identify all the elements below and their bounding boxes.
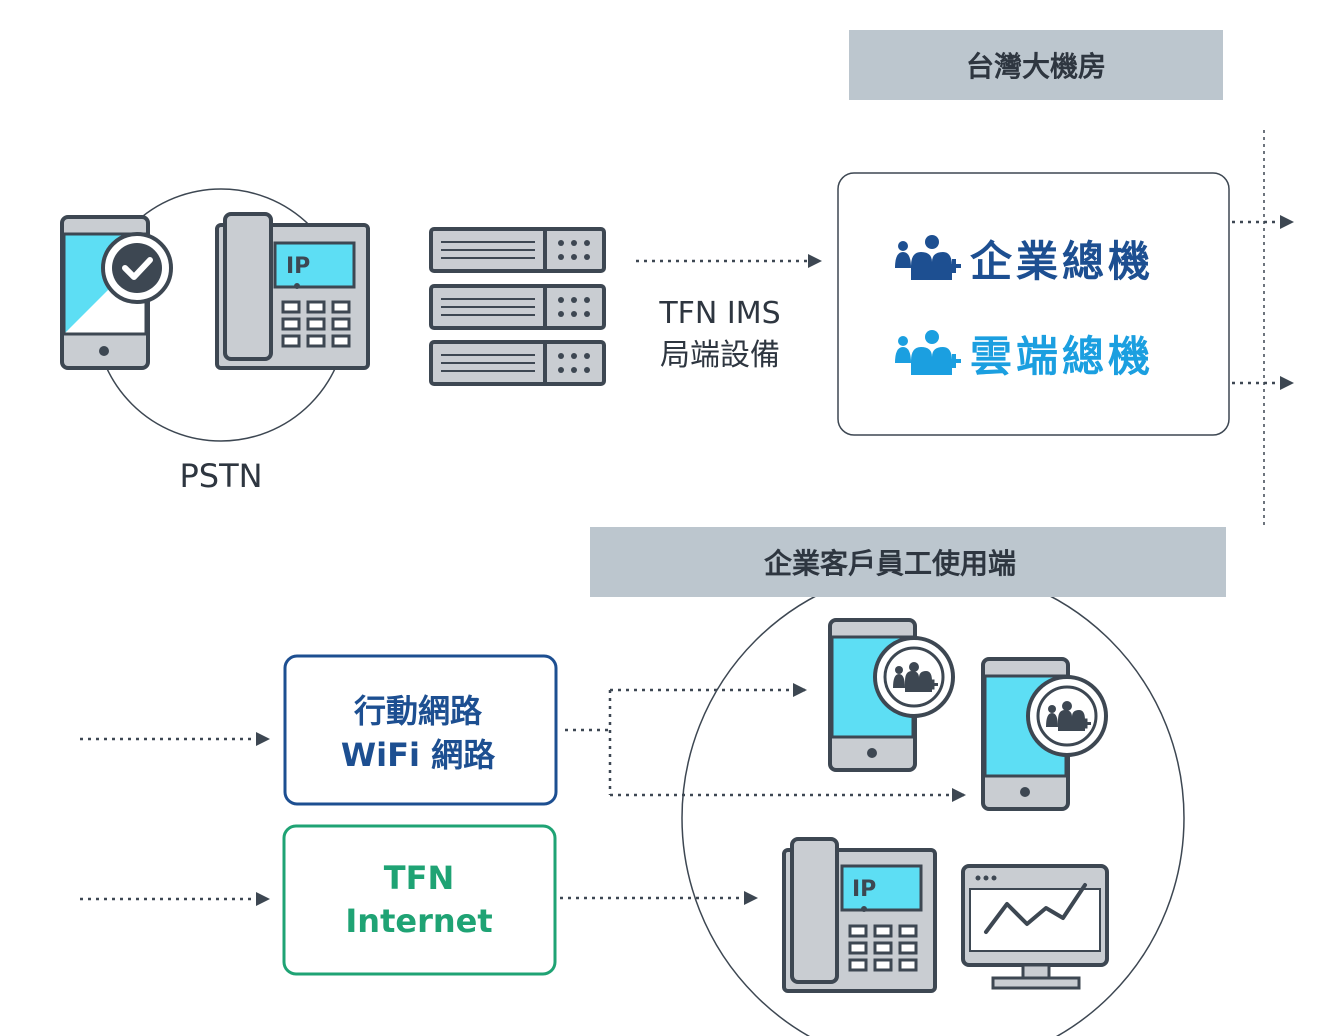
cloud-pbx-logo-icon [895, 330, 961, 375]
server-unit [429, 284, 606, 330]
ims-label-line2: 局端設備 [660, 338, 780, 373]
pstn-group: IP PSTN [60, 188, 370, 495]
client-mobile-phone-1 [828, 618, 955, 772]
pstn-ip-desk-phone: IP [215, 212, 370, 370]
client-keypad [848, 924, 918, 972]
internet-label: Internet [345, 902, 492, 940]
checkmark-icon [101, 232, 173, 304]
server-unit [429, 340, 606, 386]
client-mobile-phone-2 [981, 657, 1108, 811]
team-plus-icon [873, 636, 955, 718]
client-monitor-icon [961, 864, 1109, 990]
mobile-network-label: 行動網路 [354, 692, 483, 730]
pstn-keypad [281, 300, 351, 348]
server-unit [429, 227, 606, 273]
client-ip-desk-phone: IP [782, 837, 937, 993]
datacenter-header: 台灣大機房 [849, 30, 1223, 100]
team-plus-icon [1026, 675, 1108, 757]
client-ip-label: IP [852, 877, 876, 902]
enterprise-pbx-logo-icon [895, 235, 961, 280]
products-box: 企業總機 雲端總機 [837, 172, 1230, 436]
mobile-wifi-network-box: 行動網路 WiFi 網路 [283, 654, 558, 806]
pstn-label: PSTN [179, 457, 262, 495]
tfn-internet-network-box: TFN Internet [282, 824, 557, 976]
enterprise-pbx-label: 企業總機 [970, 237, 1154, 286]
ims-label-line1: TFN IMS [658, 296, 780, 331]
tfn-label: TFN [384, 859, 454, 897]
wifi-network-label: WiFi 網路 [341, 736, 496, 774]
datacenter-title: 台灣大機房 [966, 50, 1106, 83]
client-title: 企業客戶員工使用端 [764, 547, 1016, 580]
client-header: 企業客戶員工使用端 [590, 527, 1226, 597]
mobile-network-branch-arrows [565, 683, 966, 802]
pstn-ip-label: IP [286, 254, 310, 279]
cloud-pbx-label: 雲端總機 [970, 332, 1154, 381]
server-stack-icon [429, 227, 606, 386]
pstn-mobile-phone [60, 215, 173, 370]
